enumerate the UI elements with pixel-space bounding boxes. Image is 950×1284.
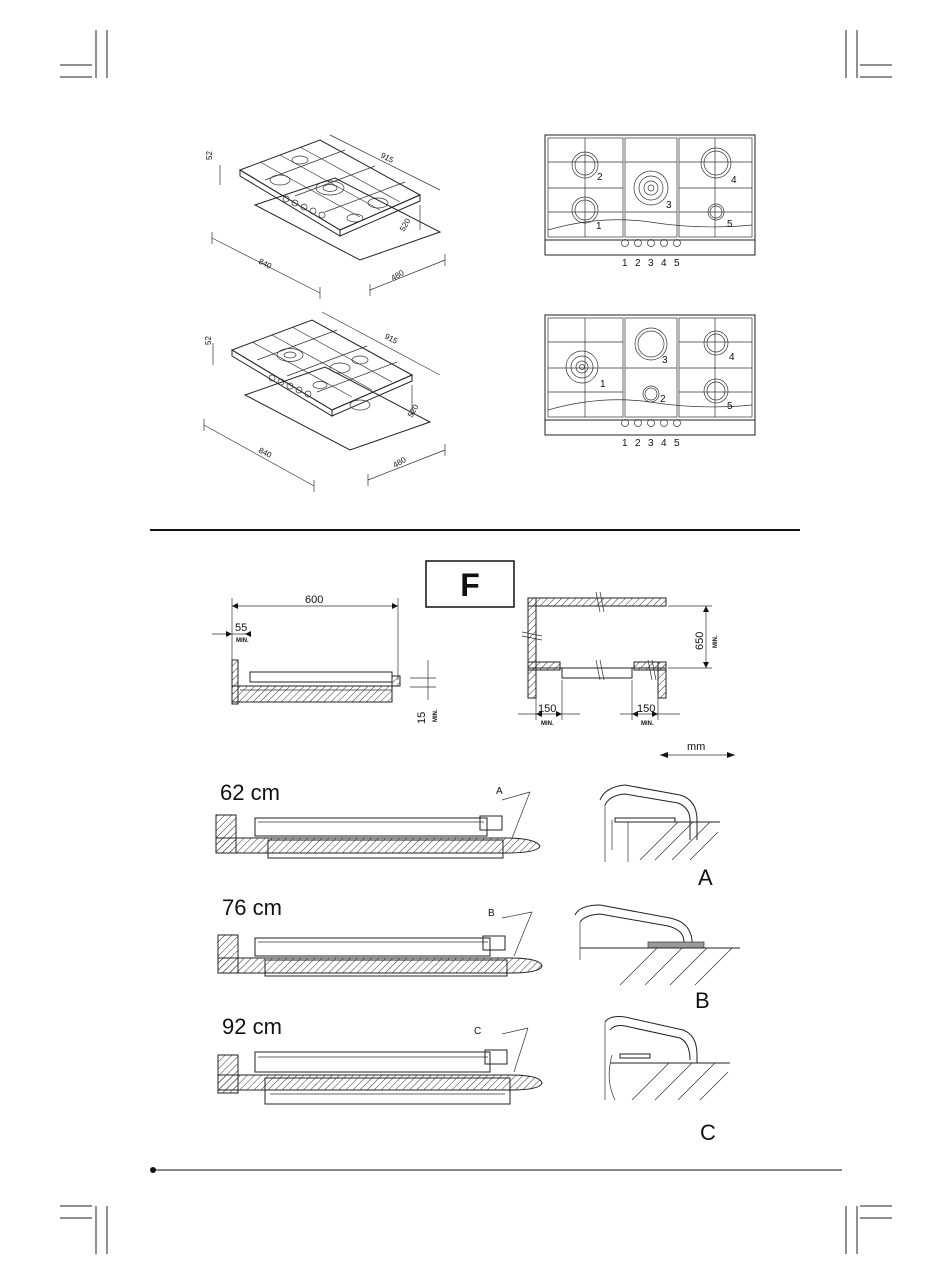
- layout1-knob-3: 3: [648, 258, 654, 269]
- detail-b-label: B: [695, 988, 710, 1013]
- dim-150-right-label: 150: [637, 703, 655, 715]
- detail-a: A: [600, 785, 720, 890]
- clearance-side-view: 600 55 MIN. 15 MIN.: [212, 594, 439, 724]
- iso2-cut-depth-label: 480: [392, 455, 409, 470]
- layout2-burner-4: 4: [729, 352, 735, 363]
- layout2-knob-1: 1: [622, 438, 628, 449]
- dim-150-right-min-label: MIN.: [641, 721, 654, 727]
- install-76cm-size: 76 cm: [222, 895, 282, 920]
- detail-b: B: [575, 905, 740, 1013]
- install-92cm-size: 92 cm: [222, 1014, 282, 1039]
- layout2-burner-3: 3: [662, 355, 668, 366]
- crop-marks: [60, 30, 892, 1254]
- dim-15-label: 15: [416, 712, 428, 724]
- iso-hob-2: 52 915 520 840 480: [204, 312, 445, 492]
- layout2-burner-2: 2: [660, 394, 666, 405]
- iso2-cut-width-label: 840: [257, 446, 273, 460]
- layout2-knob-5: 5: [674, 438, 680, 449]
- iso1-width-label: 915: [379, 151, 395, 165]
- dim-55-min-label: MIN.: [236, 638, 249, 644]
- layout1-burner-4: 4: [731, 175, 737, 186]
- clearance-cabinet-view: 650 MIN. 150 MIN. 150 MIN. mm: [518, 592, 735, 758]
- footer-rule: [150, 1167, 842, 1173]
- layout2-knob-3: 3: [648, 438, 654, 449]
- unit-label: mm: [687, 741, 705, 753]
- dim-600-label: 600: [305, 594, 323, 606]
- dim-55-label: 55: [235, 622, 247, 634]
- section-f-label: F: [460, 567, 480, 603]
- dim-650-label: 650: [694, 632, 706, 650]
- detail-a-label: A: [698, 865, 713, 890]
- iso1-cut-width-label: 840: [257, 257, 273, 271]
- burner-layout-1: 2 1 3 4 5 1 2 3 4 5: [545, 135, 755, 269]
- layout1-knob-2: 2: [635, 258, 641, 269]
- layout1-knob-5: 5: [674, 258, 680, 269]
- layout2-burner-5: 5: [727, 401, 733, 412]
- install-76cm-callout: B: [488, 908, 495, 919]
- install-92cm-callout: C: [474, 1026, 481, 1037]
- layout1-burner-1: 1: [596, 221, 602, 232]
- install-76cm: 76 cm B: [218, 895, 542, 976]
- iso1-depth-label: 520: [398, 216, 413, 233]
- layout1-knob-4: 4: [661, 258, 667, 269]
- dim-150-left-label: 150: [538, 703, 556, 715]
- iso-hob-1: 52 915 520 840 480: [205, 135, 445, 299]
- iso2-height-label: 52: [204, 336, 213, 345]
- dim-150-left-min-label: MIN.: [541, 721, 554, 727]
- layout1-burner-5: 5: [727, 219, 733, 230]
- layout2-burner-1: 1: [600, 379, 606, 390]
- section-f-box: F: [426, 561, 514, 607]
- install-92cm: 92 cm C: [218, 1014, 542, 1104]
- install-62cm-callout: A: [496, 786, 503, 797]
- dim-15-min-label: MIN.: [433, 709, 439, 722]
- install-62cm-size: 62 cm: [220, 780, 280, 805]
- layout1-knob-1: 1: [622, 258, 628, 269]
- dim-650-min-label: MIN.: [713, 635, 719, 648]
- iso2-width-label: 915: [383, 332, 399, 346]
- layout2-knob-2: 2: [635, 438, 641, 449]
- layout2-knob-4: 4: [661, 438, 667, 449]
- detail-c: C: [605, 1017, 730, 1145]
- detail-c-label: C: [700, 1120, 716, 1145]
- iso1-height-label: 52: [205, 151, 214, 160]
- layout1-burner-2: 2: [597, 172, 603, 183]
- layout1-burner-3: 3: [666, 200, 672, 211]
- iso1-cut-depth-label: 480: [390, 268, 407, 283]
- install-62cm: 62 cm A: [216, 780, 540, 858]
- burner-layout-2: 1 2 3 4 5 1 2 3 4 5: [545, 315, 755, 449]
